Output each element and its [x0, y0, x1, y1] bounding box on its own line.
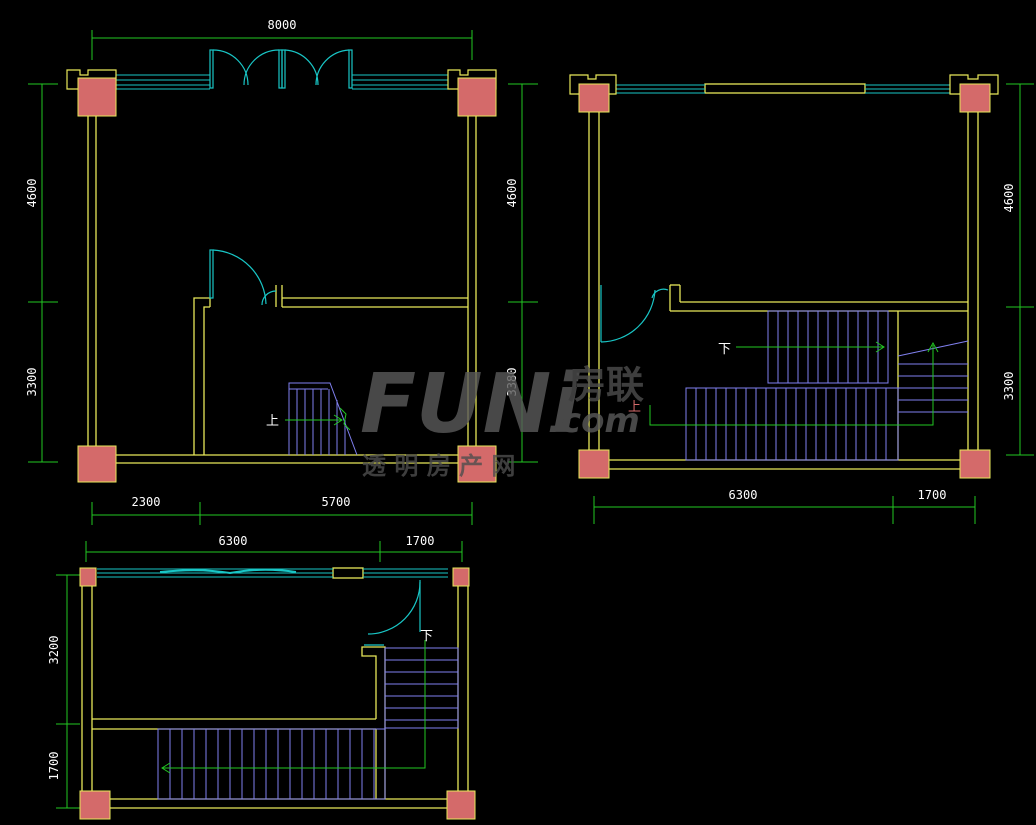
plan-b-stair-up-label: 上	[628, 400, 641, 415]
dim-a-top-total: 8000	[268, 18, 297, 32]
plan-a-entry-doors	[209, 49, 353, 89]
column	[79, 567, 97, 587]
plan-a: 8000 4600 3300 4600 3380 2300 5700	[25, 18, 538, 525]
watermark-logo: FUNi	[360, 357, 581, 452]
column	[959, 83, 991, 113]
plan-c-stair-down-label: 下	[420, 629, 433, 644]
dim-b-bottom-right: 1700	[918, 488, 947, 502]
column	[457, 77, 497, 117]
column	[79, 790, 111, 820]
plan-a-columns	[66, 69, 497, 483]
plan-b-walls	[588, 112, 979, 470]
plan-b: 4600 3300 6300 1700	[569, 74, 1034, 524]
column	[446, 790, 476, 820]
column	[578, 449, 610, 479]
plan-a-stair: 上	[266, 382, 358, 456]
plan-c-columns	[79, 567, 476, 820]
plan-b-dimensions: 4600 3300 6300 1700	[593, 83, 1034, 524]
plan-b-door	[600, 285, 669, 343]
watermark: FUNi 房联 .com 透 明 房 产 网	[360, 357, 644, 480]
dim-a-right-upper: 4600	[505, 179, 519, 208]
column	[959, 449, 991, 479]
dim-b-bottom-left: 6300	[729, 488, 758, 502]
dim-a-left-lower: 3300	[25, 368, 39, 397]
plan-c-dimensions: 6300 1700 3200 1700	[47, 534, 463, 809]
plan-b-columns	[569, 74, 999, 479]
plan-b-windows	[610, 83, 960, 94]
column	[452, 567, 470, 587]
plan-c-door	[364, 580, 421, 646]
column	[77, 445, 117, 483]
dim-b-right-upper: 4600	[1002, 184, 1016, 213]
plan-b-stair: 下 上	[628, 310, 969, 461]
dim-a-bottom-left: 2300	[132, 495, 161, 509]
dim-c-left-upper: 3200	[47, 636, 61, 665]
dim-b-right-lower: 3300	[1002, 372, 1016, 401]
plan-a-interior-door	[209, 249, 277, 306]
plan-c-stair: 下	[157, 629, 459, 800]
plan-a-stair-up-label: 上	[266, 414, 279, 429]
plan-a-walls	[87, 116, 477, 464]
dim-a-left-upper: 4600	[25, 179, 39, 208]
watermark-tagline: 透 明 房 产 网	[362, 452, 515, 480]
dim-a-bottom-right: 5700	[322, 495, 351, 509]
dim-a-right-lower: 3380	[505, 368, 519, 397]
dim-c-top-right: 1700	[406, 534, 435, 548]
plan-a-windows	[116, 74, 448, 90]
dim-c-top-left: 6300	[219, 534, 248, 548]
plan-c: 6300 1700 3200 1700	[47, 534, 476, 820]
plan-b-stair-down-label: 下	[718, 342, 731, 357]
column	[77, 77, 117, 117]
watermark-domain: .com	[548, 401, 640, 441]
watermark-logo-cn: 房联	[568, 363, 644, 407]
plan-a-dimensions: 8000 4600 3300 4600 3380 2300 5700	[25, 18, 538, 525]
plan-c-windows	[97, 567, 448, 579]
column	[578, 83, 610, 113]
column	[457, 445, 497, 483]
dim-c-left-lower: 1700	[47, 752, 61, 781]
